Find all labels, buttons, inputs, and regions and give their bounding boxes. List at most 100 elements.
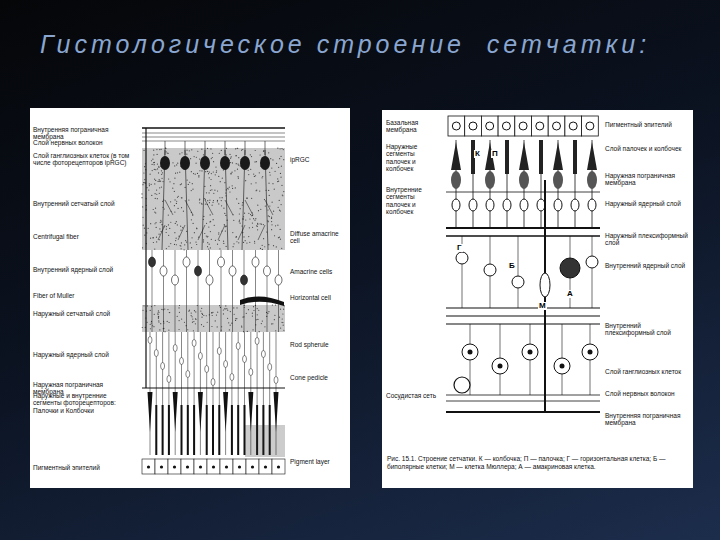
stipple-dot [237, 148, 238, 149]
stipple-dot [204, 198, 205, 199]
stipple-dot [241, 326, 242, 327]
stipple-dot [215, 166, 216, 167]
stipple-dot [175, 173, 176, 174]
stipple-dot [157, 313, 158, 314]
stipple-dot [195, 311, 196, 312]
stipple-dot [208, 173, 209, 174]
stipple-dot [153, 209, 154, 210]
layer-label: Rod spherule [290, 341, 348, 348]
ganglion-cell [220, 156, 230, 170]
stipple-dot [272, 323, 273, 324]
stipple-dot [160, 222, 161, 223]
line [256, 425, 257, 457]
line [245, 141, 246, 155]
stipple-dot [153, 242, 154, 243]
stipple-dot [203, 216, 204, 217]
stipple-dot [166, 232, 167, 233]
stipple-dot [242, 316, 243, 317]
photoreceptor-nucleus [192, 340, 196, 347]
stipple-dot [158, 316, 159, 317]
stipple-dot [191, 316, 192, 317]
stipple-dot [257, 226, 258, 227]
layer-label: Внутренние сегменты палочек и колбочек [386, 186, 440, 216]
stipple-dot [254, 161, 255, 162]
stipple-dot [194, 232, 195, 233]
stipple-dot [188, 311, 189, 312]
stipple-dot [143, 305, 144, 306]
stipple-dot [235, 155, 236, 156]
layer-label: Сосудистая сеть [386, 392, 440, 399]
stipple-dot [254, 176, 255, 177]
pigment-cell [233, 459, 246, 474]
stipple-dot [155, 222, 156, 223]
rod [237, 405, 239, 455]
line [280, 425, 281, 457]
stipple-dot [281, 248, 282, 249]
pigment-nucleus [212, 465, 215, 468]
stipple-dot [250, 169, 251, 170]
cell-letter: Б [508, 262, 516, 270]
stipple-dot [224, 308, 225, 309]
stipple-dot [204, 233, 205, 234]
stipple-dot [159, 187, 160, 188]
stipple-dot [189, 310, 190, 311]
stipple-dot [156, 154, 157, 155]
stipple-dot [255, 150, 256, 151]
stipple-dot [233, 307, 234, 308]
stipple-dot [154, 212, 155, 213]
layer-label: Пигментный эпителий [33, 464, 133, 471]
stipple-dot [158, 316, 159, 317]
stipple-dot [156, 189, 157, 190]
stipple-dot [167, 153, 168, 154]
stipple-dot [197, 305, 198, 306]
stipple-dot [149, 183, 150, 184]
layer-label: Слой палочек и колбочек [605, 145, 690, 152]
stipple-dot [259, 331, 260, 332]
stipple-dot [230, 311, 231, 312]
stipple-dot [176, 238, 177, 239]
stipple-dot [195, 174, 196, 175]
stipple-dot [237, 176, 238, 177]
stipple-dot [174, 211, 175, 212]
stipple-dot [276, 246, 277, 247]
stipple-dot [154, 164, 155, 165]
stipple-dot [169, 181, 170, 182]
stipple-dot [191, 149, 192, 150]
stipple-dot [225, 215, 226, 216]
stipple-dot [280, 229, 281, 230]
stipple-dot [189, 150, 190, 151]
stipple-dot [233, 243, 234, 244]
stipple-dot [262, 249, 263, 250]
photoreceptor-nucleus [211, 379, 215, 386]
pigment-cell [548, 116, 565, 136]
stipple-dot [209, 177, 210, 178]
stipple-dot [143, 225, 144, 226]
stipple-dot [283, 149, 284, 150]
photoreceptor-nucleus [469, 199, 477, 211]
stipple-dot [195, 163, 196, 164]
stipple-dot [217, 326, 218, 327]
stipple-dot [263, 238, 264, 239]
stipple-dot [218, 203, 219, 204]
stipple-dot [184, 244, 185, 245]
layer-label: Внутренний сетчатый слой [33, 200, 133, 207]
stipple-dot [219, 197, 220, 198]
blood-vessel [454, 377, 470, 393]
line [209, 250, 210, 332]
photoreceptor-nucleus [243, 356, 247, 363]
stipple-dot [278, 207, 279, 208]
layer-label: Horizontal cell [290, 294, 348, 301]
stipple-dot [194, 310, 195, 311]
stipple-dot [214, 225, 215, 226]
stipple-dot [153, 154, 154, 155]
stipple-dot [144, 182, 145, 183]
stipple-dot [231, 156, 232, 157]
line [213, 332, 214, 455]
stipple-dot [181, 197, 182, 198]
stipple-dot [207, 148, 208, 149]
stipple-dot [170, 222, 171, 223]
stipple-dot [158, 318, 159, 319]
stipple-dot [274, 189, 275, 190]
line [258, 225, 265, 240]
